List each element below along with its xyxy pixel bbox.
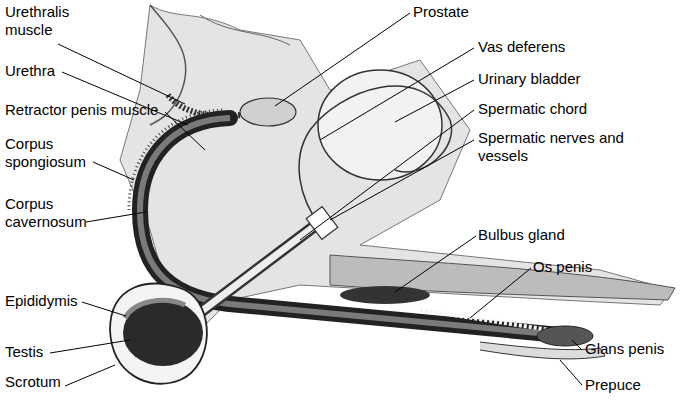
leader-lines — [50, 13, 582, 386]
spermatic-cord — [190, 222, 320, 320]
part-label: Corpus cavernosum — [5, 195, 100, 231]
part-label: Urethra — [5, 62, 55, 80]
part-label: Prepuce — [585, 376, 641, 394]
glans — [537, 326, 593, 346]
pelvis-outline — [200, 15, 290, 45]
spermatic-cord — [190, 222, 320, 320]
part-label: Testis — [5, 343, 43, 361]
os-penis — [420, 310, 550, 330]
scrotum — [110, 283, 207, 383]
part-label: Urethralis muscle — [5, 3, 85, 39]
part-label: Os penis — [533, 258, 592, 276]
part-label: Prostate — [413, 3, 469, 21]
part-label: Spermatic nerves and vessels — [478, 129, 673, 165]
part-label: Scrotum — [5, 373, 61, 391]
part-label: Urinary bladder — [478, 70, 581, 88]
part-label: Vas deferens — [478, 38, 565, 56]
prostate — [240, 98, 296, 126]
bladder — [318, 70, 442, 180]
part-label: Epididymis — [5, 292, 78, 310]
epididymis — [125, 300, 185, 318]
part-label: Spermatic chord — [478, 100, 587, 118]
testis — [123, 300, 203, 366]
part-label: Corpus spongiosum — [5, 135, 100, 171]
part-label: Bulbus gland — [478, 226, 565, 244]
part-label: Retractor penis muscle — [5, 101, 158, 119]
part-label: Glans penis — [585, 340, 664, 358]
retractor-muscle — [129, 110, 222, 210]
bulbus-gland — [340, 286, 430, 304]
